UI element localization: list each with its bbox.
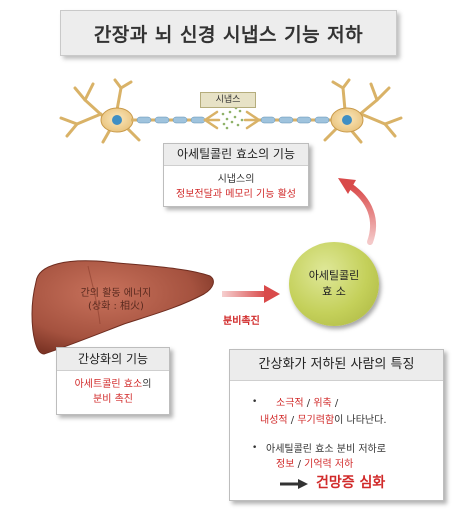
ach-circle-line1: 아세틸콜린	[308, 269, 360, 282]
left-neuron	[59, 78, 141, 144]
liver-label: 간의 활동 에너지 (상화 : 相火)	[56, 287, 176, 313]
ach-enzyme-circle: 아세틸콜린 효 소	[289, 242, 379, 326]
trait-info: 정보	[276, 459, 295, 470]
synapse-label: 시냅스	[200, 92, 256, 108]
result-arrow-icon	[280, 479, 308, 489]
trait-introverted: 내성적	[260, 415, 288, 426]
liver-card-line1-red: 아세트콜린 효소	[74, 379, 143, 390]
result-forgetfulness: 건망증 심화	[316, 475, 386, 491]
curved-arrow-icon	[338, 178, 377, 245]
trait-b2-line1: 아세틸콜린 효소 분비 저하로	[266, 444, 386, 455]
liver-card-line1-suffix: 의	[142, 379, 152, 390]
trait-sep3: /	[287, 415, 298, 426]
liver-function-card: 간상화의 기능 아세트콜린 효소의 분비 촉진	[56, 347, 170, 415]
traits-card: 간상화가 저하된 사람의 특징 • 소극적 / 위축 / 내성적 / 무기력함이…	[229, 349, 444, 501]
trait-b2-sep: /	[294, 459, 305, 470]
ach-enzyme-card-heading: 아세틸콜린 효소의 기능	[164, 144, 308, 166]
liver-illustration	[31, 260, 214, 355]
trait-suffix: 이 나타난다.	[334, 415, 387, 426]
trait-passive: 소극적	[276, 398, 304, 409]
secretion-label: 분비촉진	[223, 316, 260, 327]
right-nucleus-icon	[342, 115, 352, 125]
synaptic-vesicles	[221, 106, 244, 130]
ach-enzyme-card: 아세틸콜린 효소의 기능 시냅스의 정보전달과 메모리 기능 활성	[163, 143, 309, 207]
neuron-illustration	[59, 78, 403, 144]
trait-shrink: 위축	[313, 398, 332, 409]
left-myelin	[136, 116, 206, 124]
page-title: 간장과 뇌 신경 시냅스 기능 저하	[60, 10, 397, 56]
ach-circle-line2: 효 소	[322, 285, 346, 298]
liver-card-line2: 분비 촉진	[93, 394, 133, 405]
liver-label-line1: 간의 활동 에너지	[80, 288, 152, 299]
liver-card-heading: 간상화의 기능	[57, 348, 169, 371]
ach-enzyme-card-line2: 정보전달과 메모리 기능 활성	[176, 189, 296, 200]
right-myelin	[260, 116, 330, 124]
trait-memory-decline: 기억력 저하	[304, 459, 354, 470]
bullet-icon: •	[252, 443, 258, 453]
trait-sep2: /	[331, 398, 339, 409]
trait-lethargy: 무기력함	[297, 415, 335, 426]
bullet-icon: •	[252, 397, 258, 407]
right-arrow-icon	[222, 285, 280, 303]
left-nucleus-icon	[112, 115, 122, 125]
trait-sep1: /	[303, 398, 314, 409]
liver-label-line2: (상화 : 相火)	[88, 301, 144, 312]
traits-card-heading: 간상화가 저하된 사람의 특징	[230, 350, 443, 381]
ach-enzyme-card-line1: 시냅스의	[217, 174, 255, 185]
